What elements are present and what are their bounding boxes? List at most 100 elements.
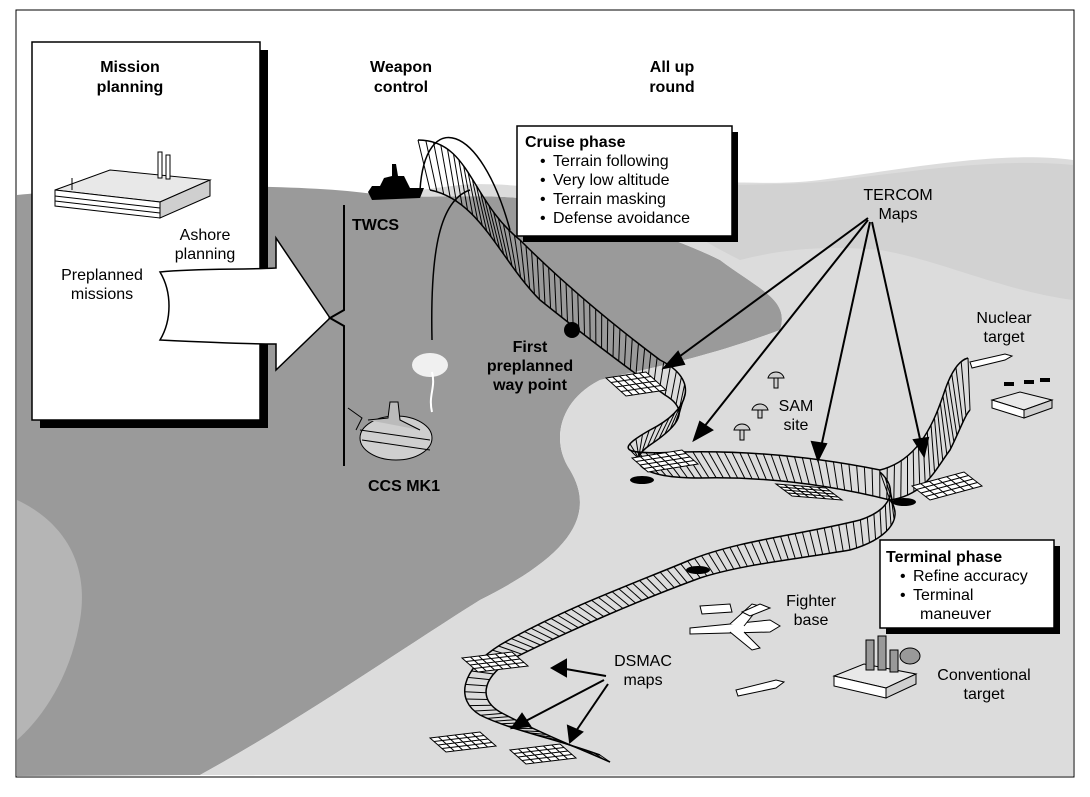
cruise-phase-box: Cruise phase • Terrain following • Very … xyxy=(516,125,738,242)
ribbon-tick xyxy=(635,343,639,375)
ribbon-tick xyxy=(632,582,649,599)
ribbon-tick xyxy=(786,455,796,483)
ribbon-tick xyxy=(722,548,735,570)
terminal-phase-item: Refine accuracy xyxy=(913,568,1028,585)
ribbon-tick xyxy=(494,719,516,722)
ribbon-tick xyxy=(859,519,864,546)
ribbon-tick xyxy=(893,464,895,500)
ribbon-tick xyxy=(917,444,921,488)
mission-planning-title-2: planning xyxy=(97,79,164,96)
ribbon-tick xyxy=(504,641,529,652)
cruise-phase-item: Terrain masking xyxy=(553,191,666,208)
fighter-plane-icon xyxy=(689,603,781,651)
ribbon-tick xyxy=(652,574,669,591)
ribbon-tick xyxy=(840,462,846,491)
ribbon-tick xyxy=(817,459,824,487)
lower-coast xyxy=(17,500,82,740)
cruise-phase-bullet: • xyxy=(540,191,546,208)
ribbon-tick xyxy=(553,272,557,313)
ribbon-tick xyxy=(967,357,971,411)
ribbon-tick xyxy=(758,540,769,564)
ribbon-tick xyxy=(794,456,803,484)
terminal-phase-bullet: • xyxy=(900,587,906,604)
map-grid-line xyxy=(620,385,662,392)
ribbon-tick xyxy=(715,550,728,571)
all-up-round-title-2: round xyxy=(649,79,694,96)
land-ridge xyxy=(640,162,1073,300)
ribbon-tick xyxy=(664,412,676,435)
ccs-mk1-label: CCS MK1 xyxy=(368,478,440,495)
ribbon-tick xyxy=(530,627,554,640)
ribbon-tick xyxy=(577,605,598,620)
ribbon-tick xyxy=(832,461,839,489)
map-grid-line xyxy=(783,489,835,495)
sam-site-label-2: site xyxy=(784,417,809,434)
ribbon-tick xyxy=(889,490,895,520)
ribbon-tick xyxy=(743,543,755,566)
conventional-target-label-2: target xyxy=(964,686,1005,703)
ribbon-tick xyxy=(618,328,621,362)
ribbon-tick xyxy=(591,599,611,615)
ribbon-tick xyxy=(801,457,810,485)
ribbon-tick xyxy=(453,153,463,206)
ribbon-tick xyxy=(825,460,832,488)
conventional-target-facility-icon xyxy=(832,635,921,699)
ribbon-tick xyxy=(670,371,677,400)
terminal-phase-title: Terminal phase xyxy=(886,549,1002,566)
ribbon-tick xyxy=(939,403,948,455)
ribbon-tick xyxy=(678,384,686,411)
ribbon-tick xyxy=(484,198,496,243)
ship-icon xyxy=(368,164,424,200)
cruise-phase-item: Defense avoidance xyxy=(553,210,690,227)
cruise-phase-title: Cruise phase xyxy=(525,134,626,151)
ribbon-tick xyxy=(583,298,585,336)
ribbon-tick xyxy=(511,638,535,649)
preplanned-missions-label-1: Preplanned xyxy=(61,267,143,284)
map-grid-line xyxy=(643,460,695,469)
ribbon-tick xyxy=(488,205,501,249)
ribbon-tick xyxy=(529,732,547,735)
terminal-phase-item: maneuver xyxy=(920,606,992,623)
dsmac-arrows xyxy=(509,658,609,744)
map-grid-line xyxy=(639,456,691,466)
first-waypoint-label-1: First xyxy=(513,339,548,356)
ribbon-tick xyxy=(801,532,810,557)
ribbon-tick xyxy=(524,631,548,643)
ribbon-tick xyxy=(493,211,505,255)
all-up-round-title-1: All up xyxy=(650,59,695,76)
ribbon-tick xyxy=(625,585,643,601)
transfer-arrow xyxy=(158,235,331,372)
twcs-label: TWCS xyxy=(352,217,399,234)
ribbon-tick xyxy=(701,555,714,575)
ribbon-tick xyxy=(440,144,451,198)
first-waypoint-label-2: preplanned xyxy=(487,358,573,375)
map-grid-line xyxy=(473,662,525,669)
fighter-base-label-2: base xyxy=(794,612,829,629)
ribbon-tick xyxy=(765,538,776,562)
ribbon-tick xyxy=(772,537,782,561)
ribbon-tick xyxy=(852,521,858,548)
ribbon-tick xyxy=(955,367,964,423)
launch-splash xyxy=(412,353,448,413)
ribbon-tick xyxy=(945,388,955,443)
ribbon-tick xyxy=(780,536,789,560)
ribbon-tick xyxy=(417,139,431,191)
ribbon-tick xyxy=(458,159,469,211)
ribbon-tick xyxy=(830,526,837,553)
ribbon-tick xyxy=(715,451,731,479)
ribbon-tick xyxy=(498,645,522,655)
ribbon-tick xyxy=(433,141,445,195)
map-grid-line xyxy=(469,658,521,666)
ribbon-tick xyxy=(585,749,598,758)
ribbon-tick xyxy=(700,451,717,479)
ribbon-tick xyxy=(751,541,762,565)
ribbon-tick xyxy=(570,608,592,623)
cruise-phase-bullet: • xyxy=(540,210,546,227)
map-grid-line xyxy=(441,742,493,749)
ribbon-tick xyxy=(960,361,967,416)
land-area xyxy=(200,157,1073,776)
map-grid-line xyxy=(513,747,565,754)
ribbon-tick xyxy=(866,517,870,543)
ribbon-tick xyxy=(531,251,535,295)
nuclear-target-facility-icon xyxy=(990,378,1054,419)
